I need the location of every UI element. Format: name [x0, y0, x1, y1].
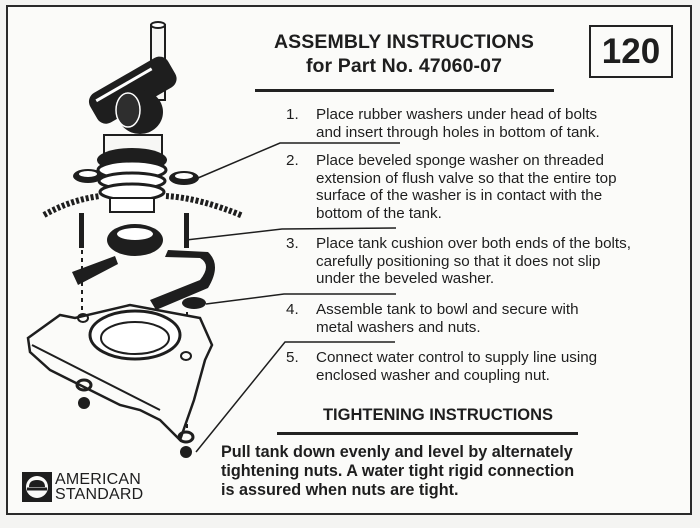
title-line-1: ASSEMBLY INSTRUCTIONS: [274, 31, 534, 53]
step-text: Assemble tank to bowl and secure with me…: [316, 301, 579, 336]
step-text: Place tank cushion over both ends of the…: [316, 235, 631, 287]
tightening-body: Pull tank down evenly and level by alter…: [221, 443, 575, 499]
page-title: ASSEMBLY INSTRUCTIONS for Part No. 47060…: [232, 30, 576, 78]
step-number: 3.: [286, 235, 299, 252]
brand-logo: AMERICAN STANDARD: [22, 470, 143, 504]
part-number-badge: 120: [589, 25, 673, 78]
step-text: Place beveled sponge washer on threaded …: [316, 152, 617, 222]
step-number: 2.: [286, 152, 299, 169]
brand-name: AMERICAN STANDARD: [55, 471, 144, 503]
step-number: 5.: [286, 349, 299, 366]
tightening-divider: [277, 432, 578, 435]
step-number: 1.: [286, 106, 299, 123]
step-number: 4.: [286, 301, 299, 318]
step-text: Place rubber washers under head of bolts…: [316, 106, 600, 141]
tightening-heading: TIGHTENING INSTRUCTIONS: [322, 406, 554, 424]
step-text: Connect water control to supply line usi…: [316, 349, 598, 384]
title-divider: [255, 89, 554, 92]
american-standard-logo-icon: [22, 472, 52, 502]
title-line-2: for Part No. 47060-07: [305, 55, 503, 77]
